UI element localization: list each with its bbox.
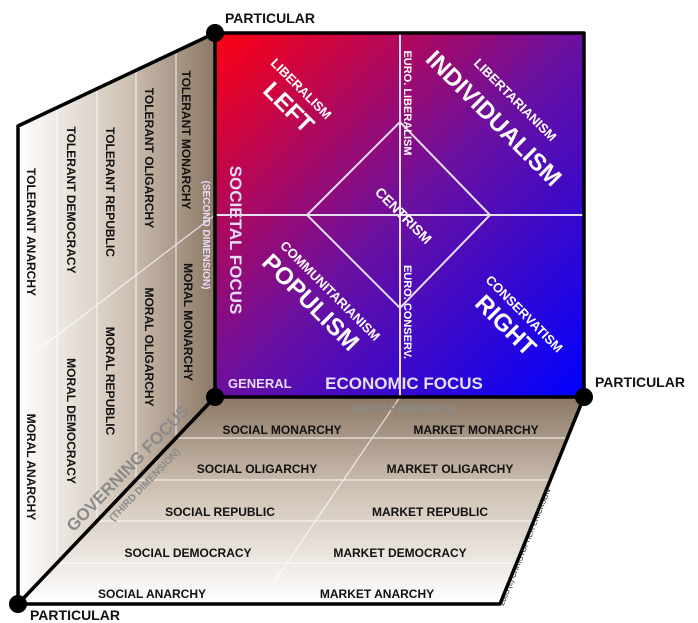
- corner-label-bottom-left: PARTICULAR: [30, 607, 120, 623]
- tolerant-anarchy-label: TOLERANT ANARCHY: [24, 168, 38, 296]
- social-democracy-label: SOCIAL DEMOCRACY: [124, 546, 251, 560]
- euro-conserv-label: EURO. CONSERV.: [401, 265, 413, 359]
- social-anarchy-label: SOCIAL ANARCHY: [98, 587, 206, 601]
- societal-focus-sub: (SECOND DIMENSION): [200, 181, 211, 290]
- left-face-grid: [17, 52, 216, 563]
- centrism-diamond: [305, 120, 492, 310]
- market-oligarchy-label: MARKET OLIGARCHY: [387, 462, 514, 476]
- corner-dot-bottom-left: [9, 595, 27, 613]
- left-face: [18, 33, 215, 604]
- economic-focus-title: ECONOMIC FOCUS: [325, 374, 483, 393]
- left-face-tolerant-labels: TOLERANT ANARCHY TOLERANT DEMOCRACY TOLE…: [24, 70, 193, 296]
- social-oligarchy-label: SOCIAL OLIGARCHY: [197, 462, 317, 476]
- moral-monarchy-label: MORAL MONARCHY: [181, 263, 195, 381]
- moral-oligarchy-label: MORAL OLIGARCHY: [142, 287, 156, 406]
- corner-label-general: GENERAL: [228, 376, 292, 391]
- social-monarchy-label: SOCIAL MONARCHY: [222, 423, 341, 437]
- tolerant-democracy-label: TOLERANT DEMOCRACY: [64, 126, 78, 273]
- corner-dot-top: [206, 24, 224, 42]
- left-face-moral-labels: MORAL ANARCHY MORAL DEMOCRACY MORAL REPU…: [24, 263, 195, 520]
- tolerant-republic-label: TOLERANT REPUBLIC: [103, 127, 117, 257]
- market-monarchy-label: MARKET MONARCHY: [413, 423, 538, 437]
- front-face-grid: [215, 33, 584, 397]
- corner-dot-origin: [206, 388, 224, 406]
- cube-outline: [16, 31, 586, 606]
- moral-anarchy-label: MORAL ANARCHY: [24, 414, 38, 521]
- moral-republic-label: MORAL REPUBLIC: [103, 327, 117, 436]
- market-anarchy-label: MARKET ANARCHY: [320, 587, 434, 601]
- corner-label-top: PARTICULAR: [225, 10, 315, 26]
- societal-focus-title: SOCIETAL FOCUS: [226, 166, 245, 315]
- tolerant-monarchy-label: TOLERANT MONARCHY: [179, 70, 193, 209]
- moral-democracy-label: MORAL DEMOCRACY: [64, 358, 78, 484]
- social-republic-label: SOCIAL REPUBLIC: [165, 505, 275, 519]
- euro-liberalism-label: EURO. LIBERALISM: [401, 50, 413, 155]
- corner-dot-right: [575, 388, 593, 406]
- economic-focus-sub: (FIRST DIMENSION): [352, 403, 457, 415]
- bottom-face-grid: [57, 396, 567, 605]
- bottom-face-market-labels: MARKET MONARCHY MARKET OLIGARCHY MARKET …: [320, 423, 539, 601]
- corner-label-right: PARTICULAR: [595, 374, 685, 390]
- market-republic-label: MARKET REPUBLIC: [372, 505, 488, 519]
- bottom-face: [18, 397, 584, 604]
- bottom-face-social-labels: SOCIAL MONARCHY SOCIAL OLIGARCHY SOCIAL …: [98, 423, 342, 601]
- tolerant-oligarchy-label: TOLERANT OLIGARCHY: [142, 88, 156, 228]
- market-democracy-label: MARKET DEMOCRACY: [333, 546, 466, 560]
